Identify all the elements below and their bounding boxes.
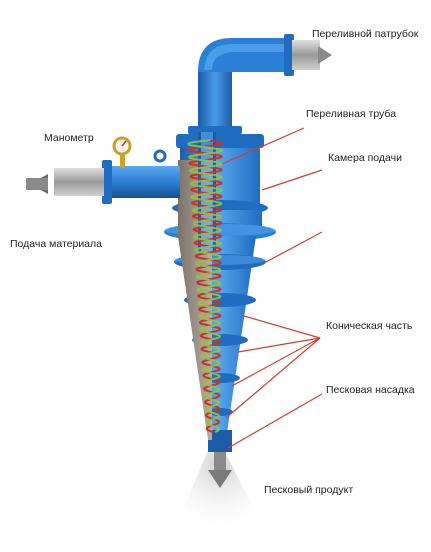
vortex-spiral (187, 139, 224, 433)
label-manometer: Манометр (44, 132, 94, 144)
discharge-arrow-icon (208, 452, 232, 488)
discharge-spray (178, 450, 262, 532)
label-conical-part: Коническая часть (326, 320, 413, 332)
label-sand-product: Песковый продукт (264, 484, 354, 496)
manometer-icon (112, 136, 132, 168)
overflow-arrow-icon (318, 46, 332, 64)
label-feed-chamber: Камера подачи (328, 152, 402, 164)
pointer-lines (221, 127, 323, 449)
label-material-feed: Подача материала (10, 238, 102, 250)
feed-inlet-assembly (26, 160, 180, 204)
lifting-eye (153, 149, 167, 163)
label-overflow-pipe: Переливная труба (306, 108, 397, 120)
label-overflow-nozzle: Переливной патрубок (312, 28, 419, 40)
overflow-pipe-assembly (188, 34, 332, 134)
label-sand-nozzle: Песковая насадка (326, 384, 415, 396)
